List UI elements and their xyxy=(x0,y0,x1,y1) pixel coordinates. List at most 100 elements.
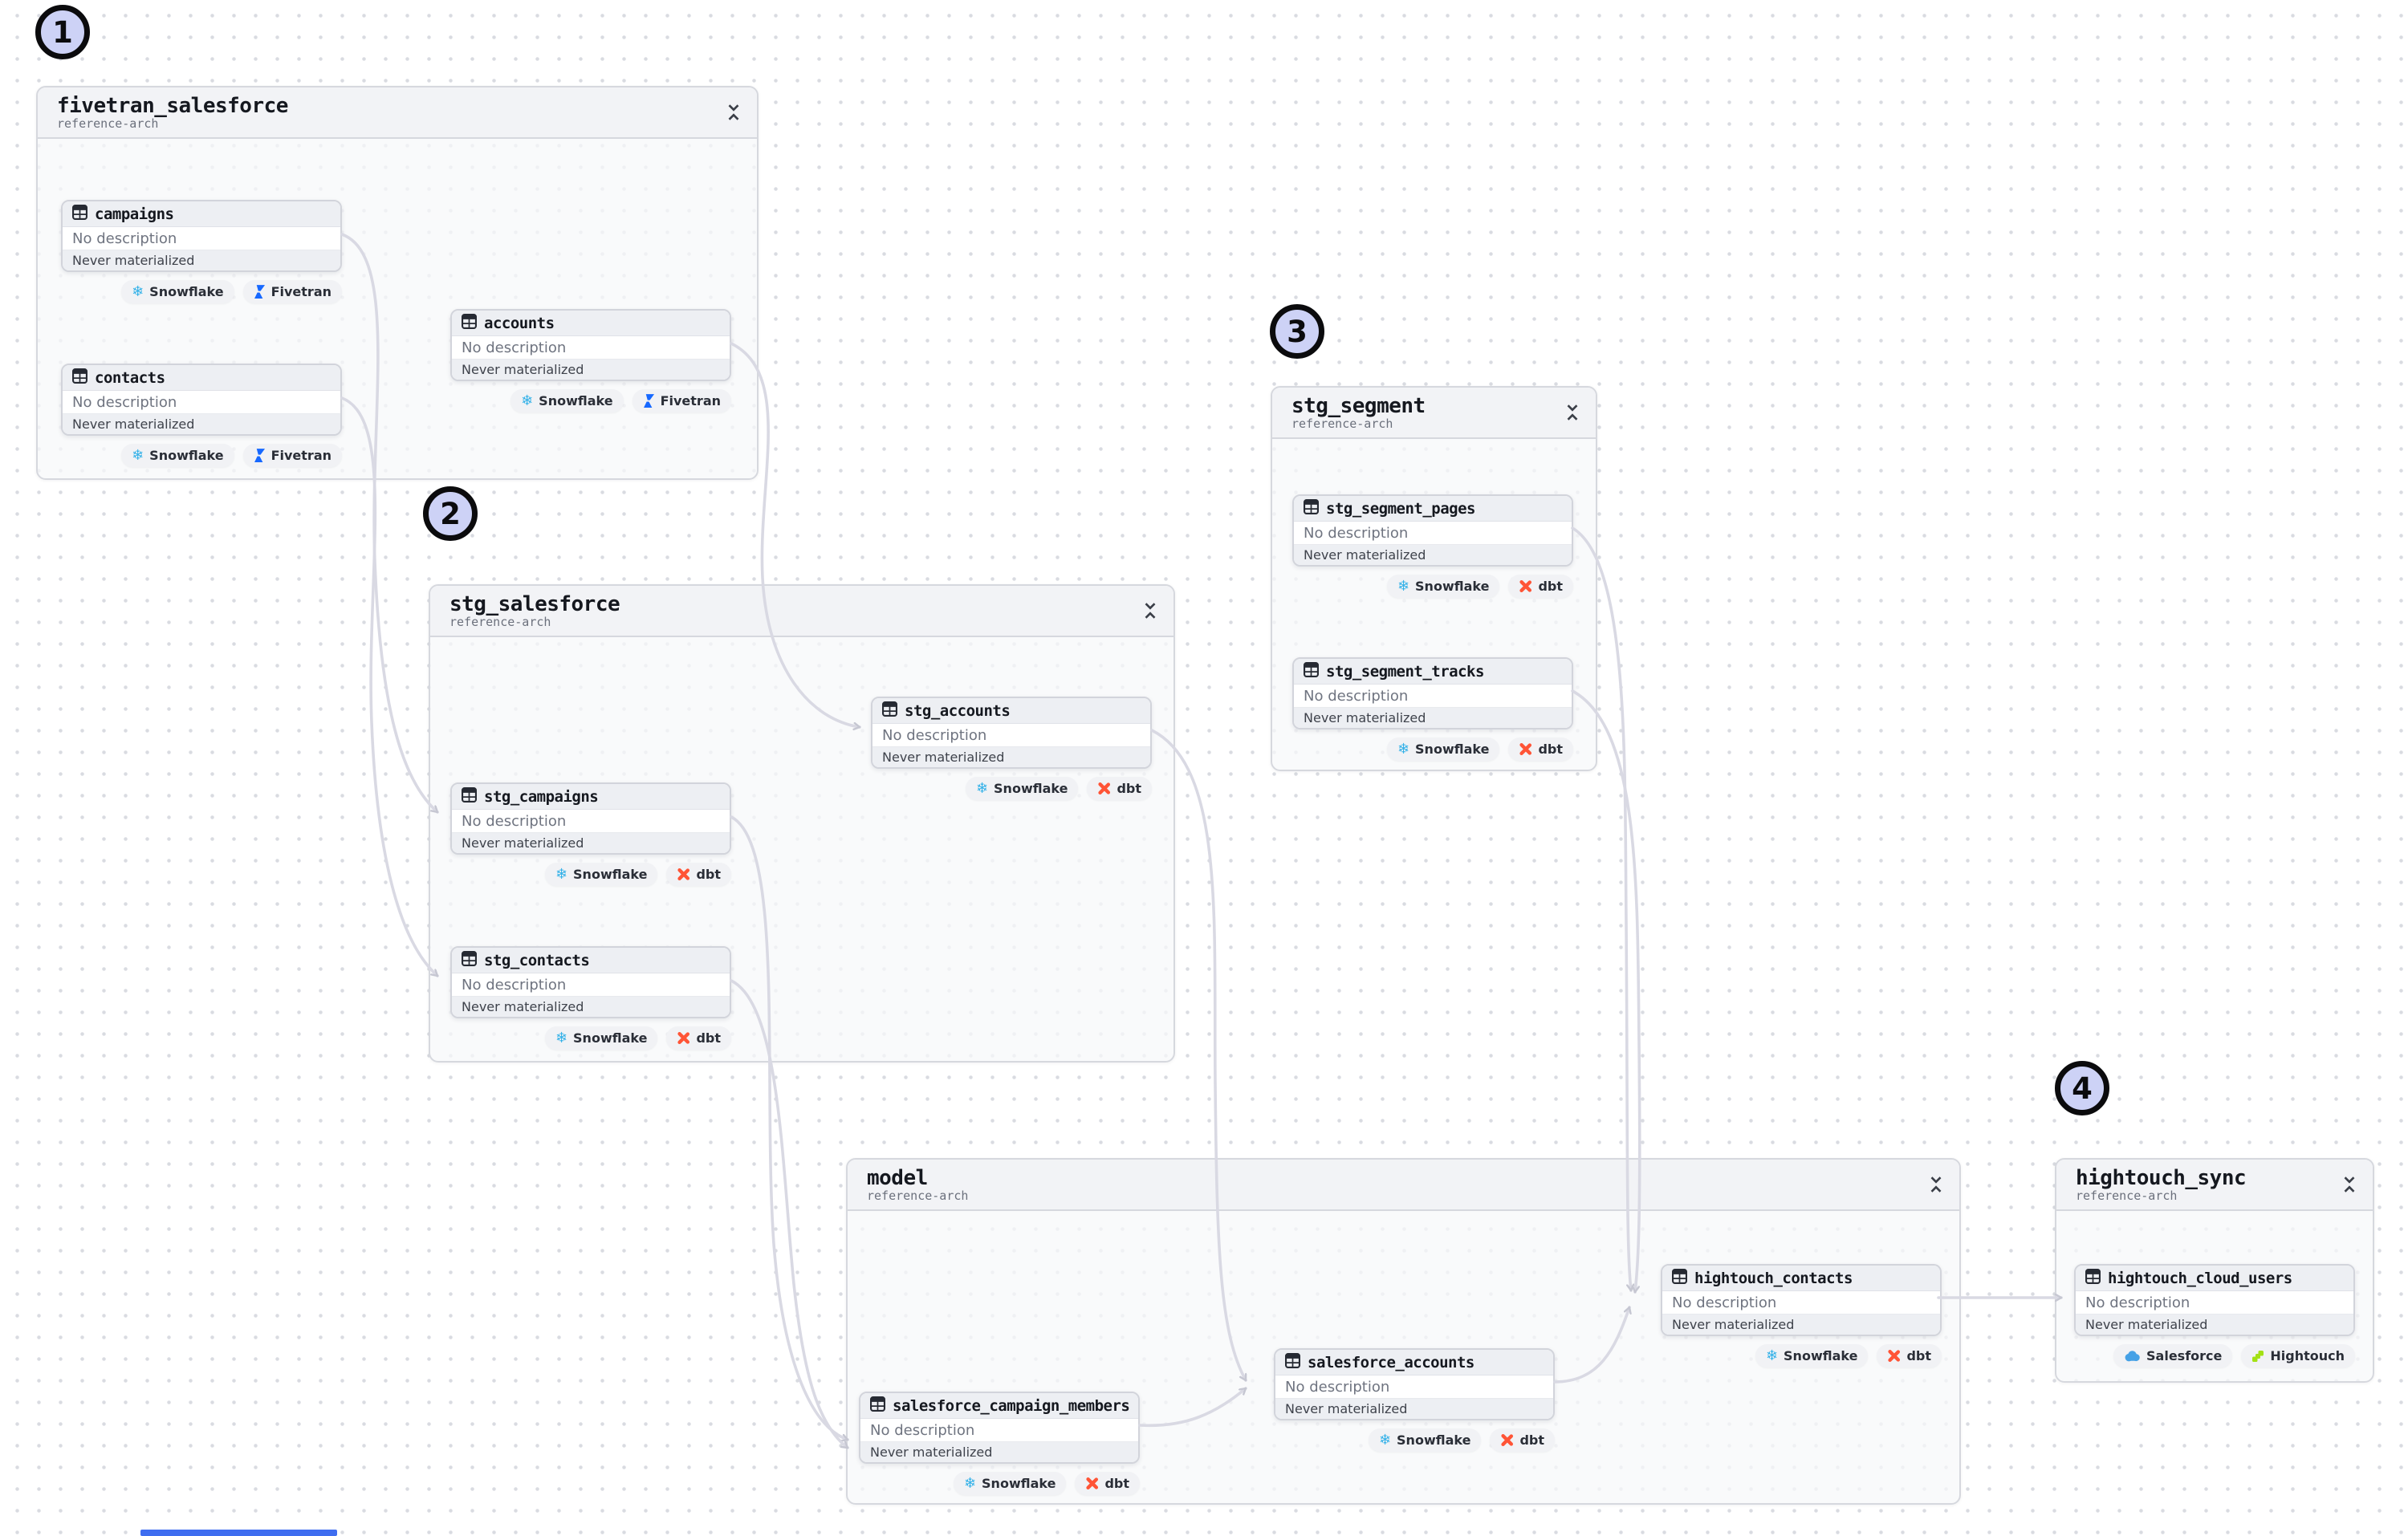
node-stg-segment-tracks[interactable]: stg_segment_tracks No description Never … xyxy=(1292,657,1573,729)
node-salesforce-campaign-members[interactable]: salesforce_campaign_members No descripti… xyxy=(859,1392,1140,1464)
annotation-circle-1: 1 xyxy=(35,5,90,59)
badge-snowflake: ❄Snowflake xyxy=(121,280,234,303)
table-icon xyxy=(462,950,477,970)
bottom-scrollbar[interactable] xyxy=(140,1530,337,1536)
node-description: No description xyxy=(452,973,730,997)
node-description: No description xyxy=(872,724,1150,747)
collapse-icon[interactable] xyxy=(1564,404,1581,423)
table-icon xyxy=(1285,1352,1300,1372)
dbt-icon xyxy=(1519,579,1532,593)
badge-dbt: dbt xyxy=(1508,738,1573,761)
node-status: Never materialized xyxy=(1275,1399,1553,1419)
node-status: Never materialized xyxy=(860,1442,1138,1462)
node-status: Never materialized xyxy=(1662,1315,1940,1335)
badge-dbt: dbt xyxy=(1075,1472,1140,1495)
badge-snowflake: ❄Snowflake xyxy=(953,1472,1067,1495)
badge-dbt: dbt xyxy=(666,1026,731,1050)
annotation-circle-2: 2 xyxy=(423,486,478,541)
group-subtitle: reference-arch xyxy=(2076,1189,2178,1203)
salesforce-icon xyxy=(2124,1350,2141,1362)
node-description: No description xyxy=(452,810,730,833)
group-header[interactable]: stg_salesforce reference-arch xyxy=(430,586,1173,637)
node-title: accounts xyxy=(484,314,555,332)
collapse-icon[interactable] xyxy=(1141,602,1159,621)
snowflake-icon: ❄ xyxy=(1397,577,1410,595)
table-icon xyxy=(882,701,897,721)
node-description: No description xyxy=(1294,685,1572,708)
node-description: No description xyxy=(63,391,340,414)
group-hightouch-sync: hightouch_sync reference-arch hightouch_… xyxy=(2055,1158,2374,1383)
node-contacts[interactable]: contacts No description Never materializ… xyxy=(61,364,342,436)
dbt-icon xyxy=(1097,782,1111,795)
table-icon xyxy=(1672,1268,1687,1288)
node-description: No description xyxy=(1662,1291,1940,1315)
node-accounts[interactable]: accounts No description Never materializ… xyxy=(450,309,731,381)
badge-snowflake: ❄Snowflake xyxy=(121,444,234,467)
dbt-icon xyxy=(677,868,690,881)
node-hightouch-cloud-users[interactable]: hightouch_cloud_users No description Nev… xyxy=(2074,1264,2355,1336)
badge-dbt: dbt xyxy=(1087,777,1152,800)
fivetran-icon xyxy=(254,285,266,299)
hightouch-icon xyxy=(2251,1350,2264,1363)
node-stg-accounts[interactable]: stg_accounts No description Never materi… xyxy=(871,697,1152,769)
snowflake-icon: ❄ xyxy=(975,779,989,797)
badge-fivetran: Fivetran xyxy=(242,280,342,303)
node-title: contacts xyxy=(95,368,165,387)
node-title: stg_segment_pages xyxy=(1326,499,1475,518)
node-stg-campaigns[interactable]: stg_campaigns No description Never mater… xyxy=(450,782,731,855)
collapse-icon[interactable] xyxy=(725,104,742,123)
badge-salesforce: Salesforce xyxy=(2113,1344,2233,1367)
node-title: stg_contacts xyxy=(484,951,590,969)
badge-fivetran: Fivetran xyxy=(632,389,731,412)
collapse-icon[interactable] xyxy=(1927,1176,1945,1195)
node-status: Never materialized xyxy=(1294,708,1572,728)
badge-dbt: dbt xyxy=(1877,1344,1942,1367)
dbt-icon xyxy=(1519,742,1532,756)
annotation-circle-4: 4 xyxy=(2055,1061,2109,1115)
node-description: No description xyxy=(1275,1375,1553,1399)
node-title: hightouch_cloud_users xyxy=(2108,1269,2292,1287)
node-stg-contacts[interactable]: stg_contacts No description Never materi… xyxy=(450,946,731,1018)
node-description: No description xyxy=(1294,522,1572,545)
badge-dbt: dbt xyxy=(1490,1428,1555,1452)
node-title: salesforce_campaign_members xyxy=(893,1396,1130,1415)
snowflake-icon: ❄ xyxy=(1397,740,1410,758)
badge-dbt: dbt xyxy=(1508,575,1573,598)
node-salesforce-accounts[interactable]: salesforce_accounts No description Never… xyxy=(1274,1348,1555,1420)
snowflake-icon: ❄ xyxy=(555,865,568,883)
edge-contacts-to-stg-contacts xyxy=(340,396,439,977)
badge-dbt: dbt xyxy=(666,863,731,886)
group-header[interactable]: model reference-arch xyxy=(848,1160,1959,1211)
group-title: fivetran_salesforce xyxy=(57,94,288,118)
table-icon xyxy=(1304,498,1319,518)
badge-snowflake: ❄Snowflake xyxy=(1368,1428,1482,1452)
collapse-icon[interactable] xyxy=(2341,1176,2358,1195)
badge-snowflake: ❄Snowflake xyxy=(1386,575,1500,598)
node-status: Never materialized xyxy=(452,360,730,380)
node-status: Never materialized xyxy=(1294,545,1572,565)
node-status: Never materialized xyxy=(2076,1315,2353,1335)
badge-hightouch: Hightouch xyxy=(2241,1344,2355,1367)
node-title: salesforce_accounts xyxy=(1308,1353,1474,1371)
node-hightouch-contacts[interactable]: hightouch_contacts No description Never … xyxy=(1661,1264,1942,1336)
group-title: hightouch_sync xyxy=(2076,1166,2247,1190)
node-title: stg_campaigns xyxy=(484,787,599,806)
group-header[interactable]: hightouch_sync reference-arch xyxy=(2056,1160,2373,1211)
node-status: Never materialized xyxy=(452,997,730,1017)
table-icon xyxy=(72,368,87,388)
node-description: No description xyxy=(860,1419,1138,1442)
node-description: No description xyxy=(63,227,340,250)
group-subtitle: reference-arch xyxy=(449,615,551,629)
badge-snowflake: ❄Snowflake xyxy=(1386,738,1500,761)
group-header[interactable]: stg_segment reference-arch xyxy=(1272,388,1596,439)
node-description: No description xyxy=(2076,1291,2353,1315)
snowflake-icon: ❄ xyxy=(132,446,144,464)
group-header[interactable]: fivetran_salesforce reference-arch xyxy=(38,87,757,139)
group-title: stg_salesforce xyxy=(449,592,620,616)
group-subtitle: reference-arch xyxy=(867,1189,969,1203)
badge-snowflake: ❄Snowflake xyxy=(544,1026,658,1050)
node-campaigns[interactable]: campaigns No description Never materiali… xyxy=(61,200,342,272)
node-status: Never materialized xyxy=(872,747,1150,767)
node-stg-segment-pages[interactable]: stg_segment_pages No description Never m… xyxy=(1292,494,1573,567)
